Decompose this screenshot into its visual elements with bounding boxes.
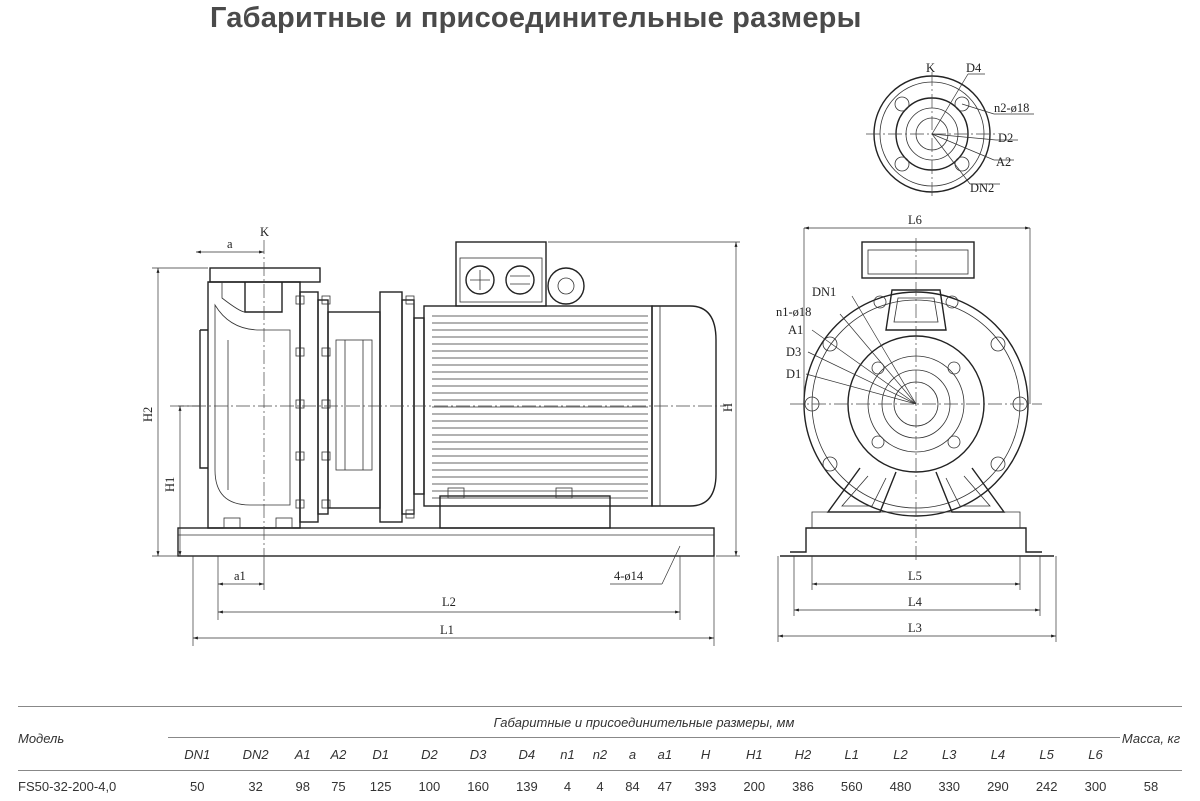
value-cell: 4 [551, 771, 583, 801]
value-cell: 290 [974, 771, 1023, 801]
model-header: Модель [18, 707, 168, 771]
label-a2: A2 [996, 155, 1011, 169]
column-header: D2 [405, 738, 454, 771]
value-cell: 4 [584, 771, 616, 801]
flange-bolt [296, 296, 330, 508]
motor-fins [432, 316, 648, 498]
pump-drawing: a K H2 H1 H a1 4-ø14 L2 L1 K D4 n2-ø18 [0, 0, 1200, 700]
value-cell: 300 [1071, 771, 1120, 801]
model-cell: FS50-32-200-4,0 [18, 771, 168, 801]
label-d4: D4 [966, 61, 982, 75]
dimensions-table: Модель Габаритные и присоединительные ра… [18, 706, 1182, 801]
mass-header: Масса, кг [1120, 707, 1182, 771]
column-header: H1 [730, 738, 779, 771]
label-l4: L4 [908, 595, 923, 609]
column-header: D3 [454, 738, 503, 771]
front-view: L6 DN1 n1-ø18 A1 D3 D1 L5 L4 L3 [776, 213, 1056, 642]
value-cell: 560 [827, 771, 876, 801]
label-n2: n2-ø18 [994, 101, 1029, 115]
value-cell: 50 [168, 771, 226, 801]
column-header: DN1 [168, 738, 226, 771]
column-header: D4 [502, 738, 551, 771]
value-cell: 84 [616, 771, 648, 801]
label-h1: H1 [163, 477, 177, 492]
side-view: a K H2 H1 H a1 4-ø14 L2 L1 [141, 225, 740, 646]
label-h2: H2 [141, 407, 155, 422]
label-l1: L1 [440, 623, 454, 637]
column-header: L6 [1071, 738, 1120, 771]
value-cell: 330 [925, 771, 974, 801]
dimensions-group-header: Габаритные и присоединительные размеры, … [168, 707, 1120, 738]
column-header: a1 [649, 738, 681, 771]
label-bolt-holes: 4-ø14 [614, 569, 644, 583]
label-h: H [721, 403, 735, 412]
label-d3: D3 [786, 345, 801, 359]
value-cell: 200 [730, 771, 779, 801]
label-l2: L2 [442, 595, 456, 609]
label-a: a [227, 237, 233, 251]
label-a1: a1 [234, 569, 246, 583]
label-dn2: DN2 [970, 181, 994, 195]
column-header: n2 [584, 738, 616, 771]
mass-cell: 58 [1120, 771, 1182, 801]
column-header: D1 [356, 738, 405, 771]
value-cell: 100 [405, 771, 454, 801]
value-cell: 242 [1022, 771, 1071, 801]
column-header: L3 [925, 738, 974, 771]
label-n1: n1-ø18 [776, 305, 811, 319]
value-cell: 32 [226, 771, 284, 801]
column-header: H [681, 738, 730, 771]
value-cell: 125 [356, 771, 405, 801]
label-k-top: K [926, 61, 935, 75]
value-cell: 386 [779, 771, 828, 801]
column-header: A1 [285, 738, 321, 771]
column-header: L2 [876, 738, 925, 771]
column-header: L1 [827, 738, 876, 771]
label-l5: L5 [908, 569, 922, 583]
column-header: a [616, 738, 648, 771]
value-cell: 75 [321, 771, 357, 801]
column-header: H2 [779, 738, 828, 771]
column-header: DN2 [226, 738, 284, 771]
column-header: A2 [321, 738, 357, 771]
value-cell: 139 [502, 771, 551, 801]
column-header: L5 [1022, 738, 1071, 771]
label-dn1: DN1 [812, 285, 836, 299]
label-d2: D2 [998, 131, 1013, 145]
value-cell: 98 [285, 771, 321, 801]
discharge-flange-view: K D4 n2-ø18 D2 A2 DN2 [866, 61, 1034, 198]
column-header: n1 [551, 738, 583, 771]
label-k: K [260, 225, 269, 239]
value-cell: 393 [681, 771, 730, 801]
label-d1: D1 [786, 367, 801, 381]
value-cell: 47 [649, 771, 681, 801]
value-cell: 160 [454, 771, 503, 801]
label-l6: L6 [908, 213, 922, 227]
column-header: L4 [974, 738, 1023, 771]
label-a1-front: A1 [788, 323, 803, 337]
label-l3: L3 [908, 621, 922, 635]
value-cell: 480 [876, 771, 925, 801]
